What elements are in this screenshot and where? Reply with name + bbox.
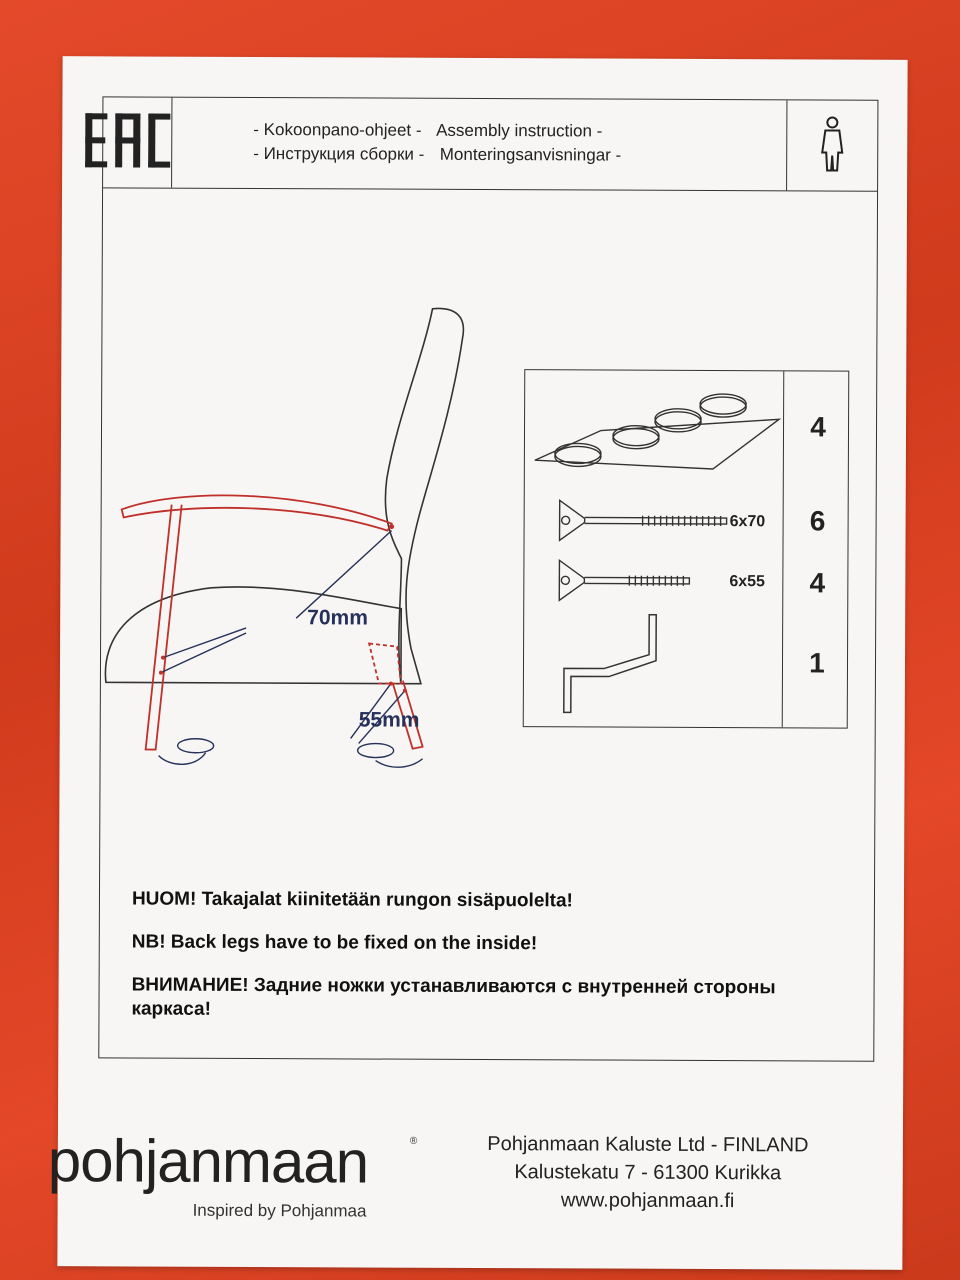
backrest-outline xyxy=(384,307,465,685)
drawing-frame: - Kokoonpano-ohjeet - Assembly instructi… xyxy=(85,96,879,1062)
rear-leg-hidden xyxy=(367,642,402,685)
footer: pohjanmaan ® Inspired by Pohjanmaa Pohja… xyxy=(48,1116,903,1260)
header-row: - Kokoonpano-ohjeet - Assembly instructi… xyxy=(85,97,878,192)
size-6x55: 6x55 xyxy=(729,573,765,591)
company-address: Pohjanmaan Kaluste Ltd - FINLAND Kaluste… xyxy=(453,1130,843,1216)
eac-box xyxy=(85,97,173,188)
armrest xyxy=(120,494,393,532)
instruction-sheet: - Kokoonpano-ohjeet - Assembly instructi… xyxy=(48,56,908,1270)
brand-tagline: Inspired by Pohjanmaa xyxy=(192,1200,367,1221)
felt-pads-icon xyxy=(534,393,782,470)
rear-leg xyxy=(392,680,424,750)
note-fi: HUOM! Takajalat kiinitetään rungon sisäp… xyxy=(131,888,573,912)
allen-key-icon xyxy=(563,613,657,714)
eac-logo xyxy=(85,113,171,168)
assembly-notes: HUOM! Takajalat kiinitetään rungon sisäp… xyxy=(131,887,832,1043)
chair-drawing xyxy=(104,307,465,768)
title-fi: - Kokoonpano-ohjeet - xyxy=(253,119,422,140)
title-block: - Kokoonpano-ohjeet - Assembly instructi… xyxy=(253,118,793,168)
person-icon xyxy=(821,116,844,172)
address-line-company: Pohjanmaan Kaluste Ltd - FINLAND xyxy=(487,1133,809,1157)
title-ru: - Инструкция сборки - xyxy=(253,143,425,164)
title-sv: Monteringsanvisningar - xyxy=(439,144,622,165)
person-box xyxy=(786,100,878,191)
dim-label-70: 70mm xyxy=(307,606,368,630)
bolt-6x70-icon xyxy=(558,498,728,542)
registered-mark: ® xyxy=(409,1135,418,1147)
dim-label-55: 55mm xyxy=(358,708,420,732)
title-en: Assembly instruction - xyxy=(436,120,603,141)
brand-logo: pohjanmaan xyxy=(47,1127,369,1196)
qty-bolt-long: 6 xyxy=(809,505,826,537)
note-en: NB! Back legs have to be fixed on the in… xyxy=(131,931,538,955)
seat-outline xyxy=(104,586,403,685)
qty-felt-pads: 4 xyxy=(810,411,826,443)
size-6x70: 6x70 xyxy=(729,513,766,531)
qty-bolt-short: 4 xyxy=(809,567,826,599)
note-ru: ВНИМАНИЕ! Задние ножки устанавливаются с… xyxy=(131,974,776,1020)
parts-list: 4 6x70 6 6x55 4 xyxy=(522,369,850,729)
bolt-6x55-icon xyxy=(558,558,691,602)
address-line-street: Kalustekatu 7 - 61300 Kurikka xyxy=(514,1161,782,1185)
qty-allen-key: 1 xyxy=(809,647,825,679)
address-line-website[interactable]: www.pohjanmaan.fi xyxy=(560,1189,735,1213)
front-leg xyxy=(144,504,183,751)
